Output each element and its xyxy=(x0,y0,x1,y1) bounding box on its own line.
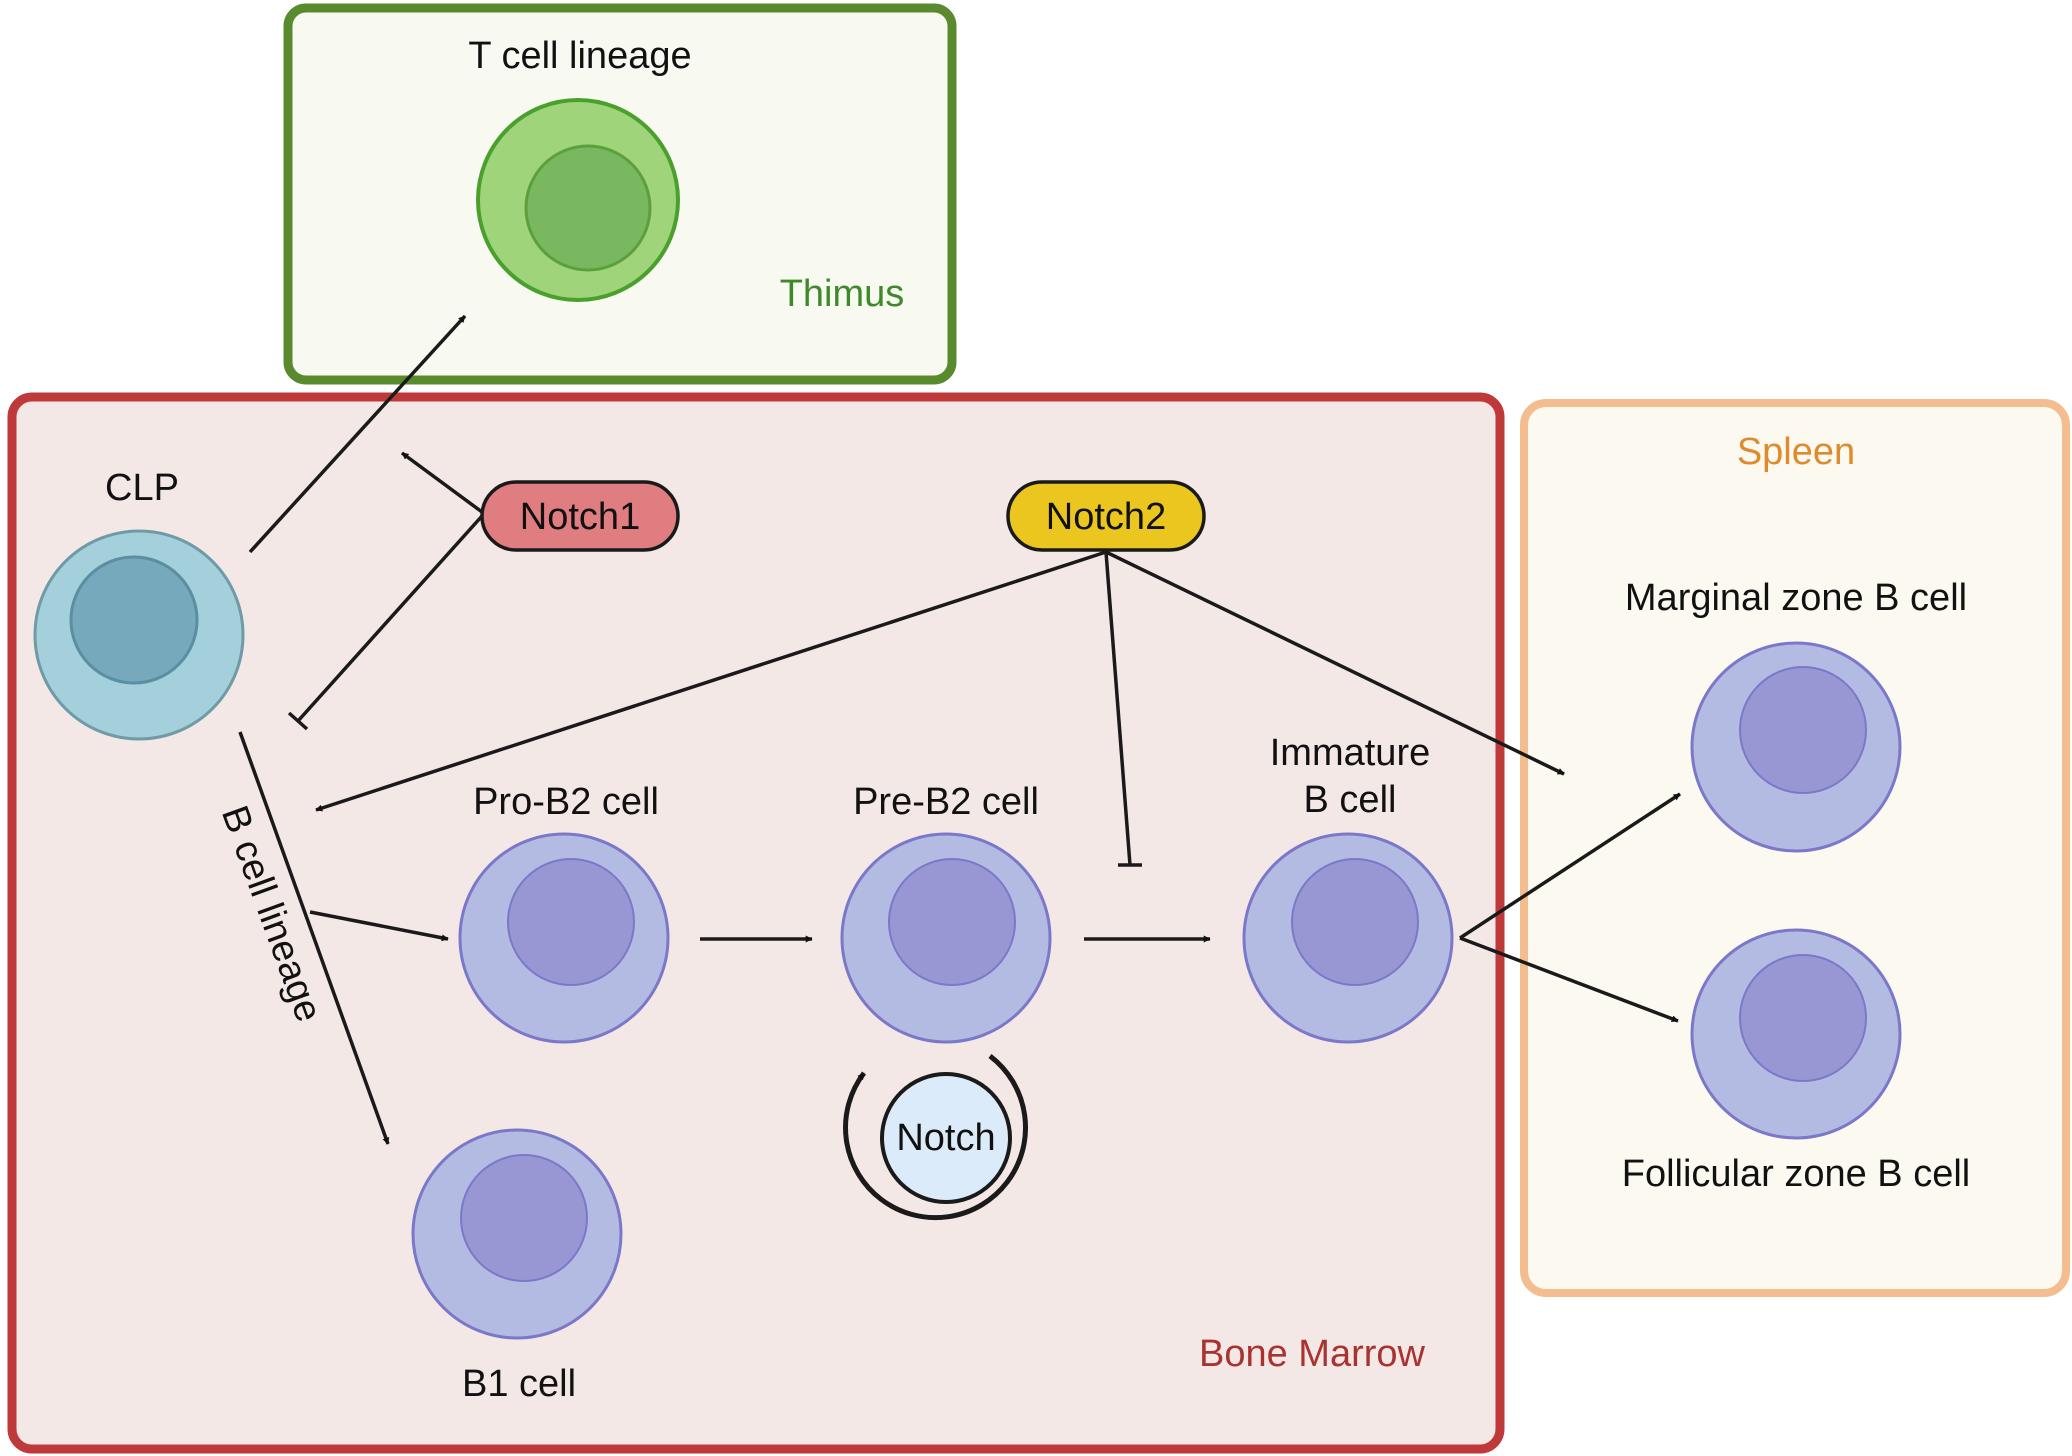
arrow-clp-to-t-cell xyxy=(248,314,467,554)
immature-b-cell xyxy=(1242,832,1454,1044)
arrow-notch1-to-t-lineage xyxy=(400,451,484,514)
pro-b2-label: Pro-B2 cell xyxy=(473,781,659,823)
spleen-label: Spleen xyxy=(1737,431,1855,473)
inhibit-notch1-to-b-lineage xyxy=(296,514,484,723)
immature-label-line2: B cell xyxy=(1304,779,1397,821)
pro-b2-cell xyxy=(458,832,670,1044)
clp-label: CLP xyxy=(105,467,179,509)
arrow-b-lineage-to-b1 xyxy=(238,731,390,1145)
marginal-zone-label: Marginal zone B cell xyxy=(1625,577,1967,619)
arrow-notch2-to-b-lineage xyxy=(315,550,1107,812)
notch-signal-circle xyxy=(880,1072,1012,1204)
bone-marrow-box xyxy=(7,392,1505,1454)
immature-label-line1: Immature xyxy=(1270,732,1430,774)
clp-cell xyxy=(33,529,245,741)
follicular-zone-label: Follicular zone B cell xyxy=(1622,1153,1970,1195)
arrow-immature-to-marginal xyxy=(1459,792,1681,940)
b1-cell xyxy=(411,1128,623,1340)
notch1-label: Notch1 xyxy=(520,496,640,538)
follicular-zone-b-cell xyxy=(1690,928,1902,1140)
notch2-label: Notch2 xyxy=(1046,496,1166,538)
b1-label: B1 cell xyxy=(462,1363,576,1405)
t-cell xyxy=(476,98,680,302)
thymus-label: Thimus xyxy=(780,273,905,315)
t-cell-label: T cell lineage xyxy=(468,35,691,77)
notch2-badge xyxy=(1006,480,1206,552)
arrow-b-lineage-to-pro-b2 xyxy=(309,910,449,942)
notch-feedback-loop xyxy=(843,1054,1028,1221)
pre-b2-cell xyxy=(840,832,1052,1044)
arrow-notch2-to-marginal xyxy=(1105,550,1565,776)
marginal-zone-b-cell xyxy=(1690,641,1902,853)
arrow-immature-to-follicular xyxy=(1459,936,1679,1023)
bone-marrow-label: Bone Marrow xyxy=(1199,1333,1426,1375)
notch-label: Notch xyxy=(896,1117,995,1159)
inhibit-notch2-to-immature xyxy=(1104,551,1132,866)
inhibit-notch1-bar xyxy=(287,711,309,731)
pre-b2-label: Pre-B2 cell xyxy=(853,781,1039,823)
